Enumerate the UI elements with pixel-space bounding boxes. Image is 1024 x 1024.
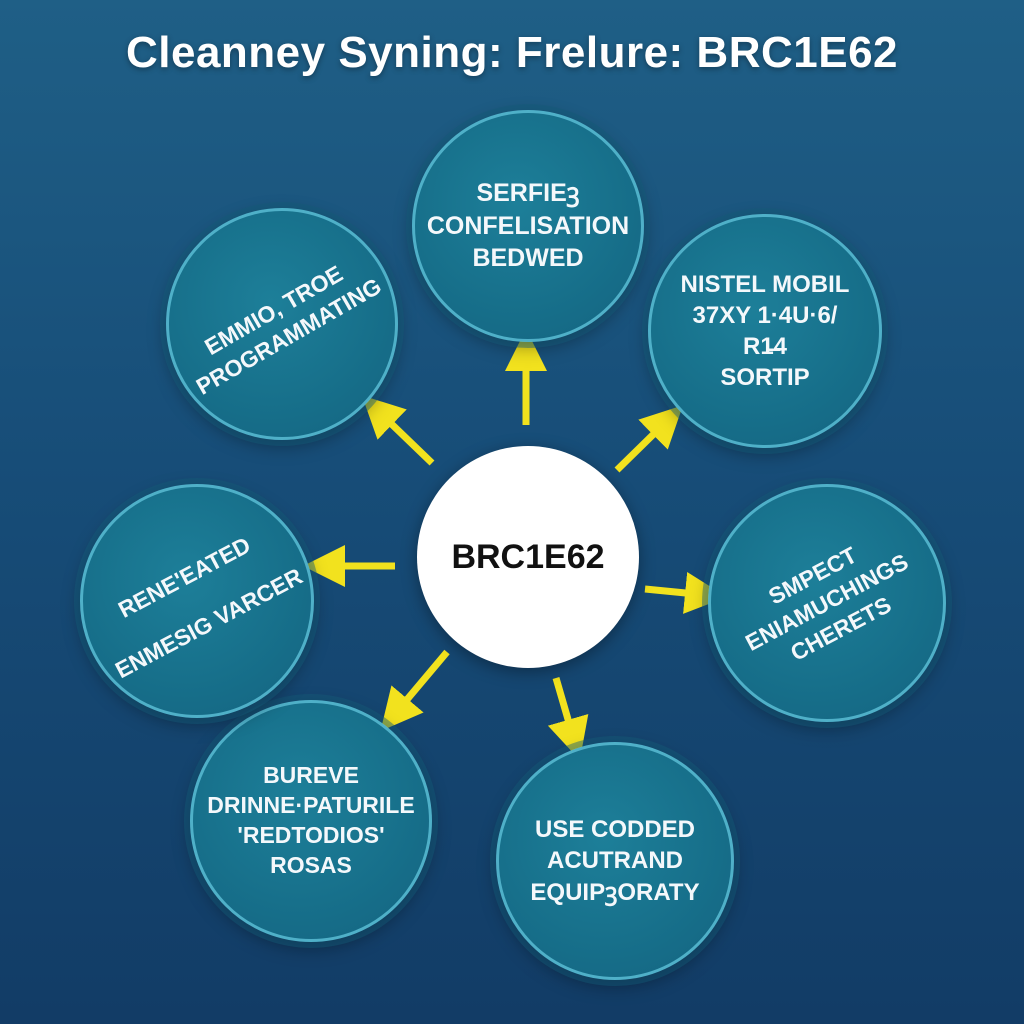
center-node: BRC1E62 [417,446,639,668]
node-top-right-line-4: SORTIP [720,364,810,392]
node-bottom-left: BUREVE DRINNE·PATURILE 'REDTODIOS' ROSAS [190,700,432,942]
node-top-left: EMMIO, TROE PROGRAMMATING [166,208,398,440]
node-top-line-3: BEDWED [472,244,584,273]
diagram-title: Cleanney Syning: Frelure: BRC1E62 [125,28,899,77]
arrow-to-bottom-right [547,677,589,761]
center-node-label: BRC1E62 [451,537,605,576]
node-bottom-right-line-1: USE CODDED [534,816,696,844]
node-top-right: NISTEL MOBIL 37XY 1·4U·6/ R1̶4 SORTIP [648,214,882,448]
node-top-right-line-2: 37XY 1·4U·6/ [692,301,838,329]
node-right: SMPECT ENIAMUCHINGS CHERETS [708,484,946,722]
node-bottom-left-line-3: 'REDTODIOS' [237,822,385,848]
node-bottom-left-line-4: ROSAS [270,851,352,878]
arrow-to-right [644,572,727,614]
node-bottom-left-line-2: DRINNE·PATURILE [207,792,415,819]
node-bottom-right-line-2: ACUTRAND [547,847,683,875]
node-left: RENE'EATED ENMESIG VARCER [80,484,314,718]
node-top: SERFIEꝫ CONFELISATION BEDWED [412,110,644,342]
node-bottom-right-line-3: EQUIPꝫORATY [530,878,700,906]
node-bottom-right: USE CODDED ACUTRAND EQUIPꝫORATY [496,742,734,980]
arrow-to-top-right [614,405,683,473]
node-top-line-1: SERFIEꝫ [476,179,580,208]
node-top-right-line-3: R1̶4 [742,333,788,360]
arrow-to-bottom-left [380,649,450,732]
node-top-line-2: CONFELISATION [426,211,630,240]
node-bottom-left-line-1: BUREVE [263,762,359,789]
node-top-right-line-1: NISTEL MOBIL [680,270,850,298]
arrow-to-top-left [361,395,435,466]
